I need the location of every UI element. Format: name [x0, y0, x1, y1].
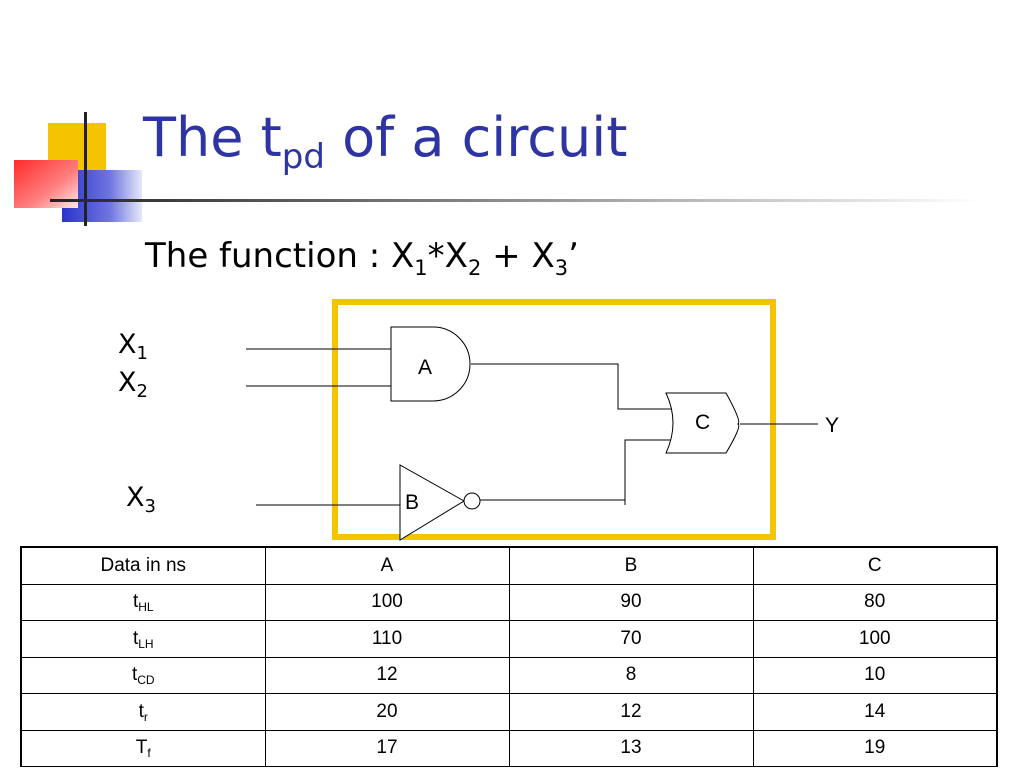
value-cell: 17 — [264, 729, 510, 767]
table-header-cell: B — [508, 546, 754, 585]
value-cell: 20 — [264, 693, 510, 731]
or-gate — [665, 392, 740, 454]
and-gate — [390, 326, 471, 402]
vertical-rule — [84, 112, 87, 226]
table-row: Tf 17 13 19 — [20, 729, 998, 767]
value-cell: 100 — [752, 620, 998, 658]
value-cell: 90 — [508, 583, 754, 621]
table-header-row: Data in ns A B C — [20, 546, 998, 585]
param-cell: tHL — [20, 583, 266, 621]
value-cell: 19 — [752, 729, 998, 767]
value-cell: 80 — [752, 583, 998, 621]
value-cell: 70 — [508, 620, 754, 658]
gate-c-label: C — [695, 411, 710, 434]
table-row: tHL 100 90 80 — [20, 583, 998, 621]
param-cell: Tf — [20, 729, 266, 767]
circuit-highlight-box — [332, 299, 776, 540]
param-cell: tCD — [20, 656, 266, 694]
table-header-cell: A — [264, 546, 510, 585]
gate-a-label: A — [418, 356, 432, 379]
output-y-label: Y — [825, 414, 839, 437]
wire-and-to-or — [471, 363, 676, 410]
circuit-diagram: A B C Y — [246, 299, 839, 541]
value-cell: 100 — [264, 583, 510, 621]
not-gate — [399, 464, 465, 541]
param-cell: tLH — [20, 620, 266, 658]
gate-b-label: B — [405, 491, 419, 514]
input-x2-label: X2 — [118, 367, 148, 402]
value-cell: 10 — [752, 656, 998, 694]
table-header-cell: C — [752, 546, 998, 585]
value-cell: 110 — [264, 620, 510, 658]
input-x1-label: X1 — [118, 329, 148, 364]
not-gate-bubble — [463, 492, 481, 510]
timing-table: Data in ns A B C tHL 100 90 80 tLH 110 7… — [20, 546, 998, 767]
corner-decoration — [14, 112, 980, 226]
table-header-cell: Data in ns — [20, 546, 266, 585]
wire-not-to-or — [480, 439, 676, 501]
table-row: tCD 12 8 10 — [20, 656, 998, 694]
table-row: tr 20 12 14 — [20, 693, 998, 731]
value-cell: 12 — [508, 693, 754, 731]
value-cell: 12 — [264, 656, 510, 694]
value-cell: 13 — [508, 729, 754, 767]
param-cell: tr — [20, 693, 266, 731]
value-cell: 8 — [508, 656, 754, 694]
table-row: tLH 110 70 100 — [20, 620, 998, 658]
title-underline — [50, 199, 980, 202]
value-cell: 14 — [752, 693, 998, 731]
input-x3-label: X3 — [126, 482, 156, 517]
function-expression: The function : X1*X2 + X3’ — [145, 236, 579, 280]
slide-title: The tpd of a circuit — [143, 106, 628, 177]
